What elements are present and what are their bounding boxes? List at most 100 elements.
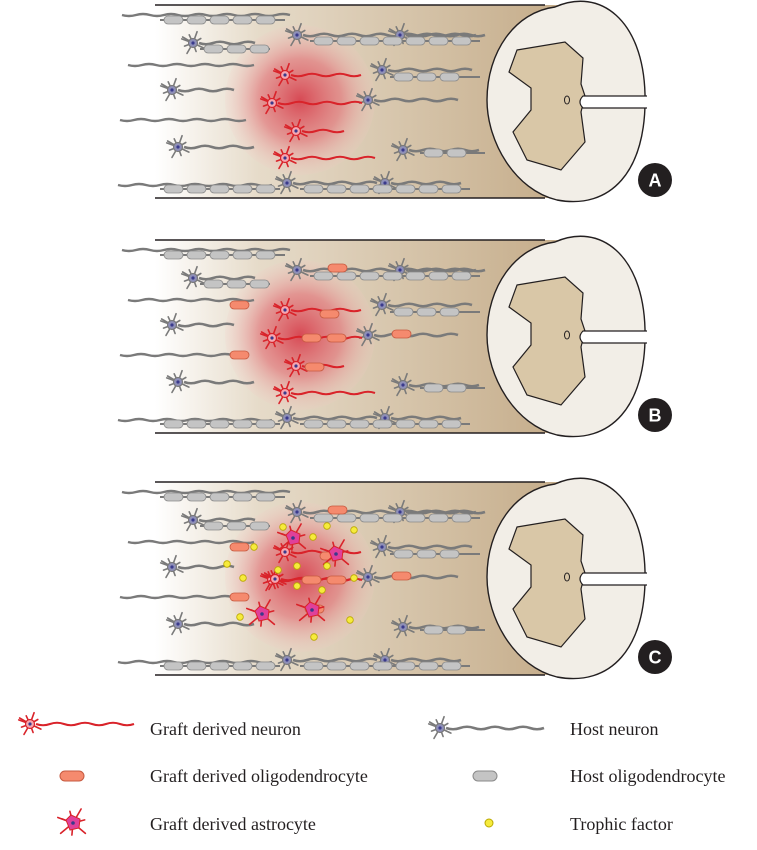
host-axon-myelinated xyxy=(310,513,480,523)
host-neuron xyxy=(390,137,480,162)
host-oligodendrocyte xyxy=(393,549,414,559)
host-oligodendrocyte xyxy=(255,184,276,194)
trophic-factor xyxy=(323,522,331,530)
host-oligodendrocyte xyxy=(255,15,276,25)
host-neuron xyxy=(372,647,462,672)
host-oligodendrocyte xyxy=(232,492,253,502)
graft-neuron-icon-shape xyxy=(17,711,135,736)
host-neuron xyxy=(165,611,255,636)
spinal-cord-cross-section xyxy=(486,0,647,203)
graft-site xyxy=(225,260,375,410)
host-oligodendrocyte xyxy=(393,72,414,82)
host-oligodendrocyte xyxy=(372,661,393,671)
host-oligodendrocyte xyxy=(451,36,472,46)
host-oligodendrocyte xyxy=(163,661,184,671)
graft-oligodendrocyte xyxy=(229,542,250,552)
host-oligodendrocyte xyxy=(303,661,324,671)
graft-oligodendrocyte xyxy=(229,300,250,310)
nucleus xyxy=(270,101,274,105)
nucleus xyxy=(398,268,402,272)
host-oligodendrocyte xyxy=(226,279,247,289)
host-neuron xyxy=(274,647,378,672)
nucleus xyxy=(366,333,370,337)
host-axon-myelinated xyxy=(200,279,270,289)
host-oligodendrocyte xyxy=(372,419,393,429)
nucleus xyxy=(176,145,180,149)
host-axon-myelinated xyxy=(160,250,285,260)
legend-graft-neuron: Graft derived neuron xyxy=(17,711,301,739)
panel-label-badge xyxy=(638,163,672,197)
host-oligodendrocyte xyxy=(186,15,207,25)
trophic-factor xyxy=(293,582,301,590)
nucleus xyxy=(383,658,387,662)
graft-oligodendrocyte xyxy=(327,263,348,273)
host-oligodendrocyte xyxy=(232,184,253,194)
host-neuron xyxy=(390,614,480,639)
host-axon-myelinated xyxy=(420,383,485,393)
host-neuron xyxy=(165,134,255,159)
graft-fibers xyxy=(229,263,412,405)
host-axon-myelinated xyxy=(310,36,480,46)
host-oligodendrocyte xyxy=(163,250,184,260)
host-neuron xyxy=(387,257,477,282)
host-oligodendrocyte xyxy=(423,148,444,158)
host-oligodendrocyte xyxy=(163,184,184,194)
nucleus xyxy=(28,722,32,726)
nucleus xyxy=(191,518,195,522)
graft-neuron xyxy=(272,62,362,87)
nucleus xyxy=(283,73,287,77)
host-axon-myelinated xyxy=(390,307,480,317)
host-oligodendrocyte xyxy=(336,513,357,523)
host-oligodendrocyte xyxy=(405,513,426,523)
nucleus xyxy=(398,33,402,37)
graft-oligodendrocyte xyxy=(229,350,250,360)
panel-label-badge xyxy=(638,398,672,432)
panel-label-badge xyxy=(638,640,672,674)
host-fibers xyxy=(117,489,486,672)
graft-axon xyxy=(35,721,135,727)
graft-neuron xyxy=(283,118,345,143)
host-axon xyxy=(390,415,462,421)
graft-neuron xyxy=(272,145,376,170)
legend-host-neuron-label: Host neuron xyxy=(570,719,659,739)
host-oligodendrocyte xyxy=(451,271,472,281)
host-oligodendrocyte xyxy=(423,625,444,635)
host-oligodendrocyte xyxy=(439,307,460,317)
host-oligodendrocyte xyxy=(446,383,467,393)
host-oligodendrocyte xyxy=(393,307,414,317)
trophic-factor xyxy=(250,543,258,551)
host-oligodendrocyte xyxy=(209,492,230,502)
anterior-median-fissure xyxy=(579,572,647,586)
nucleus xyxy=(270,336,274,340)
host-oligodendrocyte xyxy=(163,15,184,25)
host-oligodendrocyte xyxy=(326,419,347,429)
graft-astrocyte xyxy=(295,595,326,623)
panel-b: B xyxy=(117,235,672,438)
host-axon-myelinated xyxy=(200,521,270,531)
host-oligodendrocyte xyxy=(439,72,460,82)
host-oligodendrocyte xyxy=(249,521,270,531)
central-canal xyxy=(564,95,570,105)
host-fibers xyxy=(117,12,486,195)
nucleus xyxy=(438,726,442,730)
graft-oligodendrocyte-icon xyxy=(59,770,85,782)
panel-label-b: B xyxy=(638,398,672,432)
host-oligodendrocyte xyxy=(349,184,370,194)
trophic-factor xyxy=(223,560,231,568)
nucleus xyxy=(310,608,314,612)
nucleus xyxy=(380,68,384,72)
trophic-factor xyxy=(350,574,358,582)
host-oligodendrocyte xyxy=(249,44,270,54)
graft-site xyxy=(225,25,375,175)
host-oligodendrocyte xyxy=(428,271,449,281)
nucleus xyxy=(283,550,287,554)
nucleus xyxy=(291,536,295,540)
host-oligodendrocyte xyxy=(255,492,276,502)
nucleus xyxy=(283,156,287,160)
host-neuron xyxy=(369,292,473,317)
host-oligodendrocyte xyxy=(209,661,230,671)
gray-matter xyxy=(508,41,586,171)
graft-astrocyte xyxy=(246,599,276,627)
nucleus xyxy=(294,129,298,133)
host-oligodendrocyte xyxy=(382,271,403,281)
